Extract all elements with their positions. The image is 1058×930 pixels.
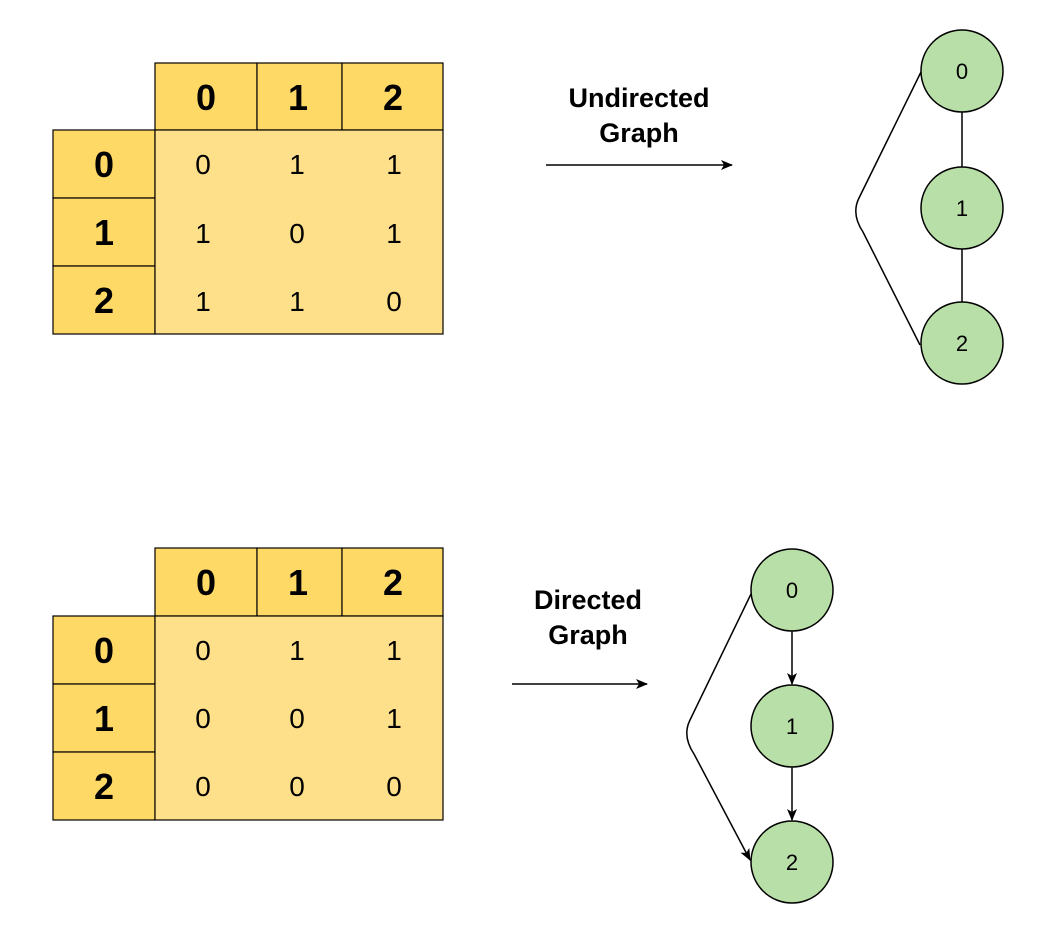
graph-caption-line: Graph: [599, 118, 679, 148]
undirected-graph: 0 1 2: [855, 29, 1004, 385]
matrix-body: [154, 129, 444, 335]
node-label: 1: [956, 196, 968, 221]
matrix-header-cell: [341, 547, 444, 617]
graph-caption-line: Graph: [548, 620, 628, 650]
graph-caption-line: Undirected: [568, 83, 709, 113]
node-label: 2: [956, 331, 968, 356]
matrix-cell: 1: [195, 218, 211, 249]
row-header: 0: [94, 144, 114, 185]
matrix-cell: 1: [386, 149, 402, 180]
matrix-cell: 0: [386, 286, 402, 317]
matrix-cell: 1: [386, 635, 402, 666]
matrix-cell: 1: [195, 286, 211, 317]
column-header: 1: [288, 77, 308, 118]
column-header: 2: [383, 562, 403, 603]
graph-node: [920, 29, 1004, 113]
graph-node: [750, 820, 834, 904]
graph-node: [920, 166, 1004, 250]
row-header: 1: [94, 212, 114, 253]
matrix-body: [154, 615, 444, 821]
row-header: 0: [94, 630, 114, 671]
matrix-header-cell: [256, 62, 343, 131]
graph-node: [920, 301, 1004, 385]
graph-edge: [855, 71, 922, 346]
column-header: 1: [288, 562, 308, 603]
column-header: 2: [383, 77, 403, 118]
matrix-cell: 0: [195, 635, 211, 666]
matrix-header-cell: [256, 547, 343, 617]
graph-node: [750, 684, 834, 768]
column-header: 0: [196, 77, 216, 118]
node-label: 1: [786, 714, 798, 739]
matrix-cell: 1: [289, 149, 305, 180]
matrix-cell: 1: [289, 286, 305, 317]
matrix-cell: 1: [386, 218, 402, 249]
matrix-header-cell: [52, 683, 156, 753]
matrix-cell: 1: [289, 635, 305, 666]
row-header: 2: [94, 766, 114, 807]
undirected-section: 0 1 2 0 1 2 0 1 1 1 0 1 1 1 0 Undirected…: [52, 29, 1004, 385]
matrix-cell: 0: [289, 218, 305, 249]
row-header: 1: [94, 698, 114, 739]
node-label: 2: [786, 850, 798, 875]
directed-section: 0 1 2 0 1 2 0 1 1 0 0 1 0 0 0 Directed G…: [52, 547, 834, 904]
column-header: 0: [196, 562, 216, 603]
matrix-cell: 0: [195, 149, 211, 180]
matrix-header-cell: [341, 62, 444, 131]
matrix-header-cell: [52, 615, 156, 685]
matrix-cell: 1: [386, 703, 402, 734]
matrix-cell: 0: [289, 771, 305, 802]
graph-node: [750, 548, 834, 632]
undirected-matrix: 0 1 2 0 1 2 0 1 1 1 0 1 1 1 0: [52, 62, 444, 335]
matrix-header-cell: [154, 62, 258, 131]
matrix-cell: 0: [386, 771, 402, 802]
matrix-cell: 0: [195, 703, 211, 734]
node-label: 0: [786, 578, 798, 603]
matrix-header-cell: [52, 129, 156, 199]
row-header: 2: [94, 280, 114, 321]
directed-graph: 0 1 2: [686, 548, 834, 904]
matrix-cell: 0: [289, 703, 305, 734]
matrix-header-cell: [52, 265, 156, 335]
node-label: 0: [956, 59, 968, 84]
matrix-cell: 0: [195, 771, 211, 802]
directed-matrix: 0 1 2 0 1 2 0 1 1 0 0 1 0 0 0: [52, 547, 444, 821]
graph-caption-line: Directed: [534, 585, 642, 615]
matrix-header-cell: [52, 751, 156, 821]
graph-edge: [686, 593, 752, 861]
